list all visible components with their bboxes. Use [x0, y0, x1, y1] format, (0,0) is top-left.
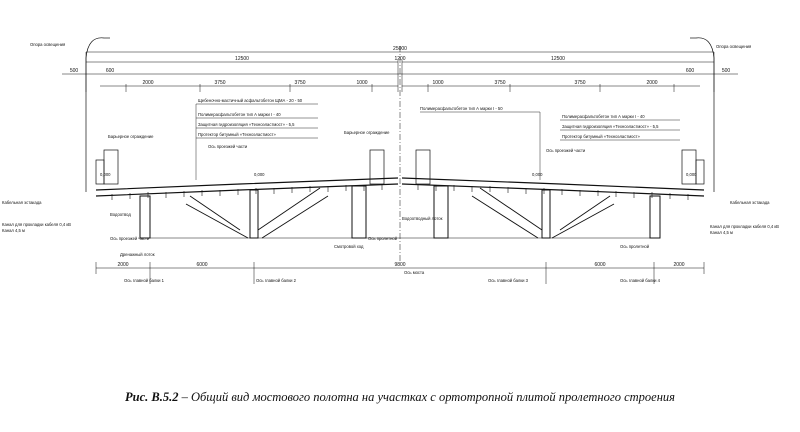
- label-layer-1-right: Полимерасфальтобетон тип А марки I - 50: [420, 106, 503, 111]
- deck-ribs: [111, 184, 689, 200]
- label-center-support: Смотровой ход: [334, 244, 364, 249]
- diagonal-struts: [185, 187, 615, 239]
- dim-right-chain-3: 3750: [574, 80, 585, 86]
- mark-center-left: 0,000: [254, 172, 265, 177]
- dim-right-chain-4: 2000: [646, 80, 657, 86]
- barrier-center-left: [369, 149, 385, 185]
- dim-left-chain-4: 1000: [356, 80, 367, 86]
- label-lighting-right: Опора освещения: [716, 44, 751, 49]
- label-lower-left: Ось проезжей части: [110, 236, 150, 241]
- label-layer-1: Щебеночно-мастичный асфальтобетон ЩМА - …: [198, 98, 303, 103]
- label-girder-axis-2: Ось главной балки 2: [256, 278, 297, 283]
- label-side-left-3: Канал 4,5 м: [2, 228, 25, 233]
- dim-bottom-5: 2000: [673, 262, 684, 268]
- deck-slab: [95, 177, 705, 197]
- label-side-right-3: Канал 4,5 м: [710, 230, 733, 235]
- dim-median: 1200: [394, 56, 405, 62]
- figure-caption-text: – Общий вид мостового полотна на участка…: [178, 390, 675, 404]
- mark-right: 0,000: [686, 172, 697, 177]
- dim-left-chain-2: 3750: [214, 80, 225, 86]
- dim-half-left: 12500: [235, 56, 249, 62]
- dim-left-chain-1: 2000: [142, 80, 153, 86]
- dimension-lines-bottom: [95, 262, 705, 284]
- dim-left-sub: 600: [106, 68, 115, 74]
- barrier-right: [681, 149, 705, 185]
- dim-right-sub: 600: [686, 68, 695, 74]
- label-layer-4: Протектор битумный «Техноэластмост»: [198, 132, 276, 137]
- layer-leaders: [195, 103, 680, 180]
- dim-left-edge: 500: [70, 68, 79, 74]
- dim-right-chain-1: 1000: [432, 80, 443, 86]
- label-layer-2-right: Полимерасфальтобетон тип А марки I - 40: [562, 114, 645, 119]
- label-girder-axis-3: Ось главной балки 3: [488, 278, 529, 283]
- label-center-grid: Ось пролетной: [368, 236, 398, 241]
- dim-bottom-4: 6000: [594, 262, 605, 268]
- dim-half-right: 12500: [551, 56, 565, 62]
- dim-right-chain-2: 3750: [494, 80, 505, 86]
- bridge-cross-section-drawing: 25000 12500 12500 1200 500 500 600 600 2…: [2, 37, 779, 284]
- label-drain-left: Водоотвод: [110, 212, 131, 217]
- figure-caption: Рис. В.5.2 – Общий вид мостового полотна…: [0, 390, 800, 405]
- label-side-left-1: Кабельная эстакада: [2, 200, 42, 205]
- label-lower-right: Ось пролетной: [620, 244, 650, 249]
- mark-left: 0,000: [100, 172, 111, 177]
- label-layer-2: Полимерасфальтобетон тип А марки I - 40: [198, 112, 281, 117]
- dim-overall: 25000: [393, 46, 407, 52]
- lighting-pole-left: [85, 37, 110, 192]
- label-lighting-left: Опора освещения: [30, 42, 65, 47]
- dim-bottom-3: 9800: [394, 262, 405, 268]
- label-layer-3-right: Защитная гидроизоляция «Техноэластмост» …: [562, 124, 659, 129]
- label-girder-axis-1: Ось главной балки 1: [124, 278, 165, 283]
- label-drain-center: Водоотводный лоток: [402, 216, 443, 221]
- label-side-right-2: Канал для прокладки кабеля 0,4 кВ: [710, 224, 779, 229]
- label-axis-left: Ось проезжей части: [208, 144, 248, 149]
- mark-center-right: 0,000: [532, 172, 543, 177]
- dim-bottom-2: 6000: [196, 262, 207, 268]
- label-bridge-axis: Ось моста: [404, 270, 425, 275]
- dim-left-chain-3: 3750: [294, 80, 305, 86]
- figure-number: Рис. В.5.2: [124, 390, 179, 404]
- barrier-left: [95, 149, 119, 185]
- label-axis-right: Ось проезжей части: [546, 148, 586, 153]
- dim-right-edge: 500: [722, 68, 731, 74]
- label-side-right-1: Кабельная эстакада: [730, 200, 770, 205]
- dim-bottom-1: 2000: [117, 262, 128, 268]
- barrier-center-right: [415, 149, 431, 185]
- label-barrier-left: Барьерное ограждение: [108, 134, 154, 139]
- label-side-left-2: Канал для прокладки кабеля 0,4 кВ: [2, 222, 71, 227]
- label-layer-3: Защитная гидроизоляция «Техноэластмост» …: [198, 122, 295, 127]
- lighting-pole-right: [690, 37, 715, 192]
- label-layer-4-right: Протектор битумный «Техноэластмост»: [562, 134, 640, 139]
- label-barrier-center: Барьерное ограждение: [344, 130, 390, 135]
- label-bottom-left: Дренажный лоток: [120, 252, 155, 257]
- label-girder-axis-4: Ось главной балки 4: [620, 278, 661, 283]
